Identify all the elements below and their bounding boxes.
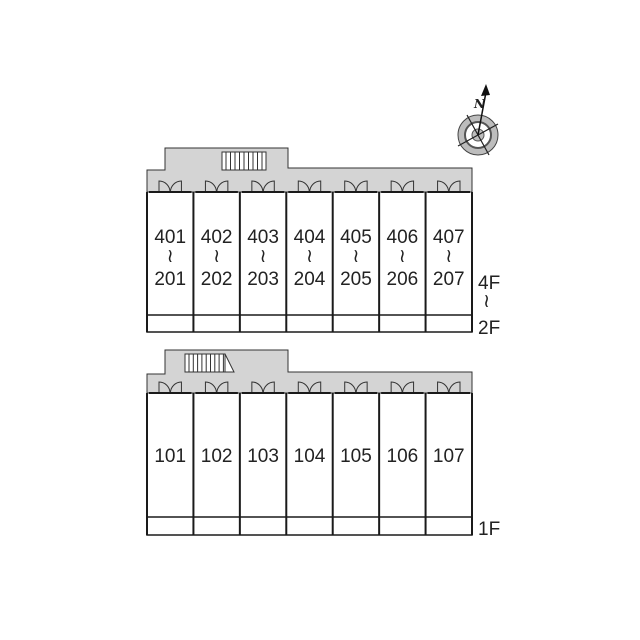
unit-number-bottom: 201: [154, 269, 186, 290]
unit-number-top: 405: [340, 227, 372, 248]
door-swing-icon: [355, 381, 368, 394]
unit-range-symbol: ≀: [399, 246, 406, 267]
door-swing-icon: [169, 381, 182, 394]
upper-balcony: [146, 314, 473, 333]
unit-number-bottom: 207: [433, 269, 465, 290]
unit-number-bottom: 206: [387, 269, 419, 290]
door-swing-icon: [158, 180, 171, 193]
floor-label-2f: 2F: [478, 318, 500, 339]
unit-lower-102: 102: [192, 381, 238, 535]
door-swing-icon: [216, 381, 229, 394]
unit-upper-407: 407≀207: [424, 180, 470, 332]
unit-number-top: 402: [201, 227, 233, 248]
unit-number: 101: [154, 446, 186, 467]
unit-lower-101: 101: [149, 381, 192, 467]
unit-range-symbol: ≀: [213, 246, 220, 267]
unit-number-bottom: 202: [201, 269, 233, 290]
door-swing-icon: [251, 180, 264, 193]
floor-label-1f: 1F: [478, 519, 500, 540]
door-swing-icon: [448, 381, 461, 394]
unit-number-top: 404: [294, 227, 326, 248]
door-swing-icon: [402, 180, 415, 193]
unit-upper-402: 402≀202: [192, 180, 238, 332]
unit-range-symbol: ≀: [352, 246, 359, 267]
door-swing-icon: [390, 180, 403, 193]
door-swing-icon: [169, 180, 182, 193]
door-swing-icon: [437, 381, 450, 394]
unit-number: 103: [247, 446, 279, 467]
door-swing-icon: [309, 381, 322, 394]
compass: N: [457, 84, 499, 156]
floor-range-symbol: ≀: [483, 291, 490, 312]
door-swing-icon: [158, 381, 171, 394]
unit-number-top: 406: [387, 227, 419, 248]
unit-number: 102: [201, 446, 233, 467]
upper-staircase-icon: [221, 151, 267, 171]
unit-number-top: 407: [433, 227, 465, 248]
unit-lower-104: 104: [285, 381, 331, 535]
north-label: N: [473, 97, 486, 111]
unit-number-bottom: 204: [294, 269, 326, 290]
door-swing-icon: [251, 381, 264, 394]
unit-upper-406: 406≀206: [378, 180, 424, 332]
unit-number: 106: [387, 446, 419, 467]
north-arrow-icon: [477, 91, 487, 136]
unit-lower-103: 103: [238, 381, 285, 535]
unit-range-symbol: ≀: [260, 246, 267, 267]
unit-number-top: 401: [154, 227, 186, 248]
lower-staircase-icon: [184, 353, 235, 373]
unit-upper-405: 405≀205: [331, 180, 378, 332]
unit-upper-403: 403≀203: [238, 180, 285, 332]
door-swing-icon: [297, 381, 310, 394]
unit-range-symbol: ≀: [167, 246, 174, 267]
door-swing-icon: [204, 381, 217, 394]
door-swing-icon: [309, 180, 322, 193]
unit-number-top: 403: [247, 227, 279, 248]
door-swing-icon: [216, 180, 229, 193]
door-swing-icon: [355, 180, 368, 193]
floor-label-4f: 4F: [478, 273, 500, 294]
unit-lower-106: 106: [378, 381, 424, 535]
unit-range-symbol: ≀: [306, 246, 313, 267]
unit-number-bottom: 203: [247, 269, 279, 290]
unit-upper-401: 401≀201: [149, 180, 192, 290]
lower-block: 101 102 103 104 105 106 107 1F: [146, 349, 500, 540]
unit-lower-105: 105: [331, 381, 378, 535]
unit-number: 104: [294, 446, 326, 467]
door-swing-icon: [297, 180, 310, 193]
door-swing-icon: [437, 180, 450, 193]
door-swing-icon: [204, 180, 217, 193]
door-swing-icon: [402, 381, 415, 394]
door-swing-icon: [262, 381, 275, 394]
unit-number-bottom: 205: [340, 269, 372, 290]
lower-balcony: [146, 516, 473, 536]
unit-lower-107: 107: [424, 381, 470, 535]
unit-upper-404: 404≀204: [285, 180, 331, 332]
unit-number: 105: [340, 446, 372, 467]
door-swing-icon: [344, 180, 357, 193]
unit-range-symbol: ≀: [445, 246, 452, 267]
door-swing-icon: [344, 381, 357, 394]
door-swing-icon: [448, 180, 461, 193]
upper-corridor: [146, 147, 473, 193]
upper-block: 401≀201402≀202403≀203404≀204405≀205406≀2…: [146, 147, 500, 339]
unit-number: 107: [433, 446, 465, 467]
door-swing-icon: [262, 180, 275, 193]
door-swing-icon: [390, 381, 403, 394]
